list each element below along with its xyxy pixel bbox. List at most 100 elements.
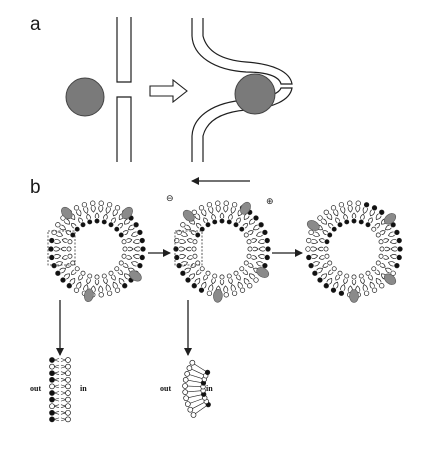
lipid-head xyxy=(212,273,218,279)
lipid-head xyxy=(190,412,197,418)
membrane-protein xyxy=(83,288,94,303)
lipid-head xyxy=(330,205,337,211)
lipid-head xyxy=(324,239,330,245)
lipid-head xyxy=(65,363,71,370)
lipid-head xyxy=(139,237,145,244)
lipid-head xyxy=(87,219,93,225)
lipid-head xyxy=(365,222,371,228)
lipid-head xyxy=(324,253,330,259)
lipid-head xyxy=(185,277,191,283)
lipid-head xyxy=(226,219,232,225)
lipid-head xyxy=(375,232,381,238)
lipid-head xyxy=(397,246,403,252)
lipid-head xyxy=(114,287,121,293)
lipid-head xyxy=(122,246,128,252)
lipid-head xyxy=(312,270,318,276)
lipid-head xyxy=(262,262,268,269)
bilayer-curved xyxy=(182,359,211,418)
lipid-head xyxy=(65,416,71,423)
lipid-head xyxy=(98,292,104,298)
lipid-head xyxy=(390,222,396,228)
membrane-protein xyxy=(256,267,270,278)
negative-charge-symbol: ⊖ xyxy=(166,194,174,204)
membrane-protein xyxy=(121,206,133,220)
lipid-head xyxy=(192,239,198,245)
lipid-head xyxy=(73,205,80,211)
lipid-head xyxy=(114,226,120,232)
lipid-head xyxy=(233,270,239,276)
lipid-head xyxy=(375,260,381,266)
lipid-head xyxy=(223,200,229,206)
selection-box-2 xyxy=(174,230,203,266)
lipid-head xyxy=(206,202,213,208)
lipid-head xyxy=(258,222,264,228)
membrane-protein xyxy=(182,209,195,222)
lipid-head xyxy=(371,226,377,232)
lipid-head xyxy=(394,262,400,269)
bilayer-1-out-label: out xyxy=(30,384,41,393)
lipid-head xyxy=(108,222,114,228)
lipid-head xyxy=(206,290,213,296)
lipid-head xyxy=(174,237,180,244)
lipid-head xyxy=(121,239,127,245)
lipid-head xyxy=(65,390,71,396)
lipid-head xyxy=(73,287,80,293)
lipid-head xyxy=(323,209,329,215)
straight-membrane xyxy=(116,17,132,162)
lipid-head xyxy=(363,290,370,296)
lipid-head xyxy=(191,246,197,252)
lipid-head xyxy=(219,218,225,224)
lipid-head xyxy=(396,254,402,261)
lipid-head xyxy=(74,226,80,232)
vesicle-1 xyxy=(48,200,146,303)
lipid-head xyxy=(371,266,377,272)
bilayer-2-out-label: out xyxy=(160,384,171,393)
lipid-head xyxy=(49,396,55,403)
lipid-head xyxy=(344,219,350,225)
lipid-head xyxy=(308,229,314,236)
membrane-protein xyxy=(383,213,397,225)
hollow-process-arrow xyxy=(149,78,188,104)
lipid-head xyxy=(337,222,343,228)
lipid-head xyxy=(108,270,114,276)
lipid-head xyxy=(331,226,337,232)
lipid-head xyxy=(317,215,323,221)
lipid-head xyxy=(223,292,229,298)
lipid-head xyxy=(233,222,239,228)
lipid-head xyxy=(101,219,107,225)
lipid-head xyxy=(265,246,271,252)
lipid-head xyxy=(246,253,252,259)
lipid-head xyxy=(239,287,246,293)
lipid-head xyxy=(133,222,139,228)
lipid-head xyxy=(323,246,329,252)
lipid-head xyxy=(246,239,252,245)
lipid-head xyxy=(65,409,71,416)
lipid-head xyxy=(355,200,361,206)
lipid-head xyxy=(195,260,201,266)
lipid-head xyxy=(253,277,259,283)
lipid-head xyxy=(239,266,245,272)
lipid-head xyxy=(226,273,232,279)
lipid-head xyxy=(247,246,253,252)
lipid-head xyxy=(378,253,384,259)
lipid-head xyxy=(305,246,311,252)
lipid-head xyxy=(55,222,61,228)
lipid-head xyxy=(204,369,211,376)
lipid-head xyxy=(394,229,400,236)
membrane-protein xyxy=(383,273,397,285)
particle-right xyxy=(234,73,276,115)
lipid-head xyxy=(219,274,225,280)
bilayer-group xyxy=(49,357,211,423)
lipid-head xyxy=(137,262,143,269)
lipid-head xyxy=(378,239,384,245)
lipid-head xyxy=(198,287,205,293)
positive-charge-symbol: ⊕ xyxy=(266,197,274,207)
lipid-head xyxy=(396,237,402,244)
lipid-head xyxy=(65,370,71,377)
lipid-head xyxy=(231,290,238,296)
lipid-head xyxy=(365,270,371,276)
lipid-head xyxy=(74,266,80,272)
lipid-head xyxy=(327,260,333,266)
lipid-head xyxy=(70,232,76,238)
lipid-head xyxy=(337,270,343,276)
